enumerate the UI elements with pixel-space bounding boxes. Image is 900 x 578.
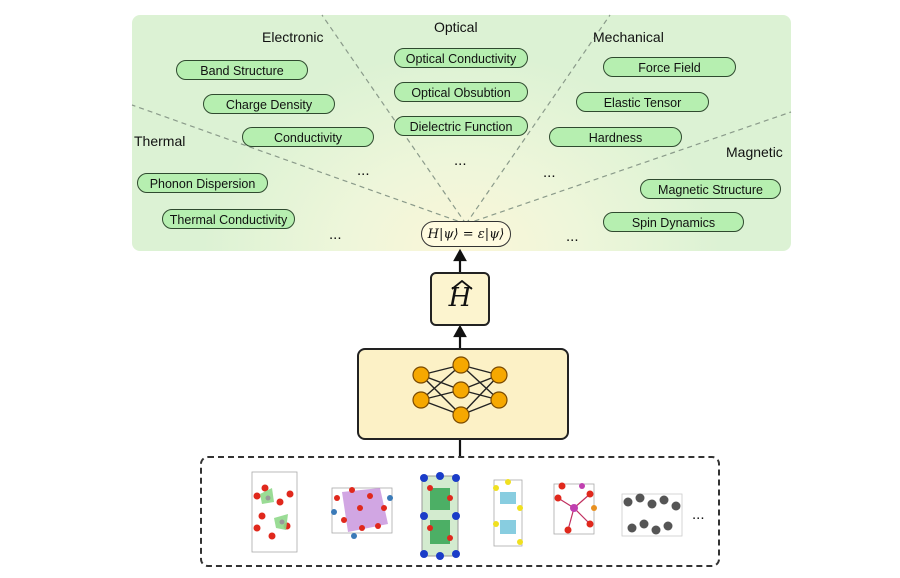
arrow-head xyxy=(453,248,467,262)
pill-charge-density: Charge Density xyxy=(203,94,335,114)
nn-node xyxy=(452,381,470,399)
crystal-structure-6 xyxy=(621,493,683,537)
category-magnetic: Magnetic xyxy=(726,144,783,160)
nn-node xyxy=(452,356,470,374)
divider-line xyxy=(465,111,792,225)
category-electronic: Electronic xyxy=(262,29,324,45)
crystal-structure-icon xyxy=(251,471,683,560)
pill-thermal-conductivity: Thermal Conductivity xyxy=(162,209,295,229)
nn-node xyxy=(412,366,430,384)
pill-dielectric-function: Dielectric Function xyxy=(394,116,528,136)
category-optical: Optical xyxy=(434,19,478,35)
pill-optical-conductivity: Optical Conductivity xyxy=(394,48,528,68)
pill-band-structure: Band Structure xyxy=(176,60,308,80)
category-thermal: Thermal xyxy=(134,133,186,149)
arrow-head xyxy=(453,324,467,338)
ellipsis: ... xyxy=(329,226,342,243)
hat-icon xyxy=(451,280,473,290)
ellipsis: ... xyxy=(454,152,467,169)
pill-optical-obsubtion: Optical Obsubtion xyxy=(394,82,528,102)
pill-elastic-tensor: Elastic Tensor xyxy=(576,92,709,112)
divider-line xyxy=(465,14,611,225)
pill-force-field: Force Field xyxy=(603,57,736,77)
crystal-structure-3 xyxy=(420,472,460,560)
divider-line xyxy=(321,14,467,225)
category-mechanical: Mechanical xyxy=(593,29,664,45)
schrodinger-equation: H|ψ⟩ = ε|ψ⟩ xyxy=(421,221,511,247)
pill-phonon-dispersion: Phonon Dispersion xyxy=(137,173,268,193)
ellipsis: ... xyxy=(566,228,579,245)
ellipsis: ... xyxy=(357,162,370,179)
ellipsis: ... xyxy=(543,164,556,181)
nn-node xyxy=(412,391,430,409)
pill-conductivity: Conductivity xyxy=(242,127,374,147)
pill-spin-dynamics: Spin Dynamics xyxy=(603,212,744,232)
crystal-structure-2 xyxy=(331,487,393,539)
neural-network-box xyxy=(357,348,569,440)
crystal-structure-4 xyxy=(493,479,523,547)
hamiltonian-symbol: H xyxy=(448,283,472,313)
nn-node xyxy=(490,366,508,384)
crystal-structures-box xyxy=(200,456,720,567)
nn-node xyxy=(452,406,470,424)
pill-hardness: Hardness xyxy=(549,127,682,147)
hamiltonian-box: H xyxy=(430,272,490,326)
ellipsis: ... xyxy=(692,506,705,523)
nn-node xyxy=(490,391,508,409)
crystal-structure-5 xyxy=(553,482,597,535)
pill-magnetic-structure: Magnetic Structure xyxy=(640,179,781,199)
neural-network-icon xyxy=(412,356,508,424)
crystal-structure-1 xyxy=(251,471,298,553)
